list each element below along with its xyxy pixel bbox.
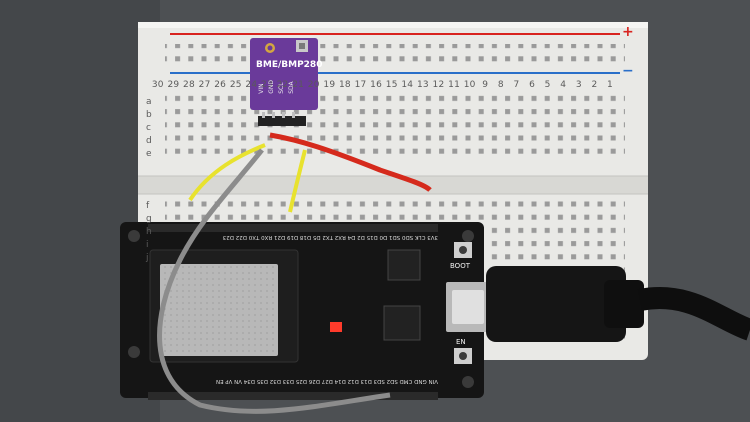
column-number: 6	[529, 80, 536, 90]
column-number: 25	[229, 80, 242, 90]
column-number: 9	[482, 80, 489, 90]
column-number: 16	[370, 80, 383, 90]
usb-cable	[486, 266, 750, 342]
sensor-pin-label: GND	[268, 80, 275, 94]
sensor-name: BME/BMP280	[256, 60, 323, 70]
rail-plus-label: +	[622, 24, 634, 40]
column-number: 7	[513, 80, 520, 90]
column-number: 28	[183, 80, 195, 90]
row-letters-top: a b c d e	[146, 97, 152, 159]
sensor-pin-label: SDA	[288, 81, 295, 94]
bottom-header-labels: VIN GND CMD SD2 SD3 D13 D12 D14 D27 D26 …	[216, 378, 438, 384]
column-number: 29	[167, 80, 180, 90]
column-number: 15	[385, 80, 398, 90]
column-number: 12	[432, 80, 445, 90]
column-number: 8	[497, 80, 504, 90]
column-number: 22	[276, 80, 289, 90]
column-number: 13	[416, 80, 429, 90]
column-number: 21	[292, 80, 305, 90]
column-number: 17	[354, 80, 367, 90]
boot-button-label: BOOT	[450, 262, 470, 270]
column-number: 3	[575, 80, 582, 90]
wires	[157, 132, 432, 414]
column-number: 11	[448, 80, 460, 90]
column-number: 1	[607, 80, 613, 90]
row-letters-bottom: f g h i j	[146, 201, 152, 263]
sensor-pin-label: VIN	[258, 83, 265, 94]
sensor-pin-label: SCL	[278, 82, 285, 94]
column-number: 26	[214, 80, 227, 90]
column-number: 18	[338, 80, 351, 90]
column-number: 2	[591, 80, 598, 90]
top-header-labels: 3V3 CLK SD0 SD1 D0 D15 D2 D4 RX2 TX2 D5 …	[222, 234, 438, 240]
column-number: 30	[151, 80, 164, 90]
bme280-sensor	[250, 38, 318, 126]
en-button-label: EN	[456, 338, 466, 346]
column-number: 19	[323, 80, 336, 90]
column-number: 24	[245, 80, 258, 90]
column-number: 5	[544, 80, 551, 90]
column-number: 10	[463, 80, 476, 90]
column-number: 27	[198, 80, 211, 90]
esp32-board	[120, 222, 490, 400]
rail-minus-label: −	[622, 63, 634, 79]
column-number: 20	[307, 80, 320, 90]
column-number: 4	[560, 80, 567, 90]
column-number: 23	[261, 80, 273, 90]
column-number: 14	[401, 80, 414, 90]
